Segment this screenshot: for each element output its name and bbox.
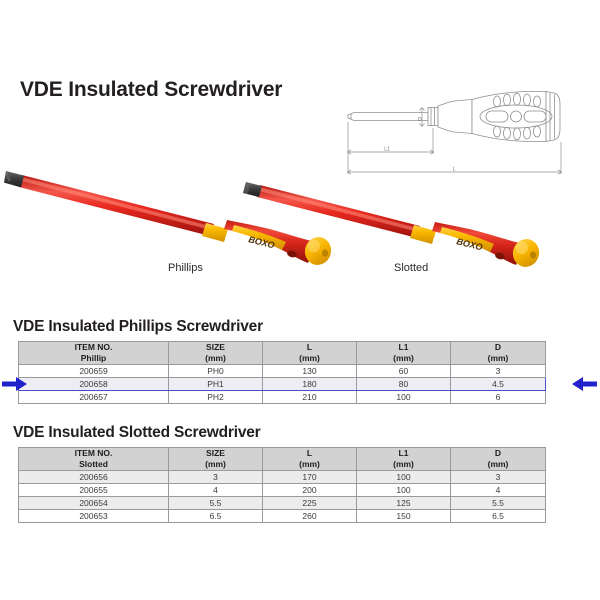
cell-item-no: 200659 bbox=[18, 364, 169, 378]
table-row-highlighted[interactable]: 200658 PH1 180 80 4.5 bbox=[18, 377, 546, 391]
col-header-l1: L1 (mm) bbox=[356, 447, 451, 471]
row-marker-left bbox=[0, 375, 30, 393]
cell-d: 5.5 bbox=[450, 496, 546, 510]
header-line-2: (mm) bbox=[487, 459, 509, 469]
cell-l1: 100 bbox=[356, 390, 451, 404]
cell-l: 180 bbox=[262, 377, 357, 391]
phillips-table-wrapper: ITEM NO. Phillip SIZE (mm) L (mm) L1 (mm… bbox=[18, 341, 546, 404]
dimension-label-l: L bbox=[453, 167, 456, 173]
cell-size: 4 bbox=[168, 483, 263, 497]
cell-d: 6 bbox=[450, 390, 546, 404]
slotted-table-wrapper: ITEM NO. Slotted SIZE (mm) L (mm) L1 (mm… bbox=[18, 447, 546, 523]
col-header-item-no: ITEM NO. Phillip bbox=[18, 341, 169, 365]
header-line-2: (mm) bbox=[299, 459, 320, 469]
table-row[interactable]: 200655 4 200 100 4 bbox=[18, 483, 546, 497]
section-heading-phillips: VDE Insulated Phillips Screwdriver bbox=[13, 318, 263, 335]
cell-item-no: 200657 bbox=[18, 390, 169, 404]
cell-l1: 150 bbox=[356, 509, 451, 523]
table-row[interactable]: 200659 PH0 130 60 3 bbox=[18, 364, 546, 378]
cell-d: 3 bbox=[450, 364, 546, 378]
cell-l1: 60 bbox=[356, 364, 451, 378]
cell-d: 4 bbox=[450, 483, 546, 497]
col-header-l1: L1 (mm) bbox=[356, 341, 451, 365]
header-line-1: ITEM NO. bbox=[74, 342, 113, 353]
cell-item-no: 200655 bbox=[18, 483, 169, 497]
cell-size: 5.5 bbox=[168, 496, 263, 510]
header-line-1: L bbox=[306, 342, 313, 353]
header-line-1: D bbox=[494, 448, 502, 459]
table-row[interactable]: 200654 5.5 225 125 5.5 bbox=[18, 496, 546, 510]
col-header-d: D (mm) bbox=[450, 447, 546, 471]
header-line-1: SIZE bbox=[206, 342, 225, 353]
cell-l: 170 bbox=[262, 470, 357, 484]
header-line-1: L1 bbox=[398, 448, 409, 459]
col-header-size: SIZE (mm) bbox=[168, 341, 263, 365]
cell-l: 200 bbox=[262, 483, 357, 497]
product-photos-svg: BOXO BOXO bbox=[4, 171, 540, 267]
header-line-2: (mm) bbox=[393, 353, 414, 363]
cell-size: PH1 bbox=[168, 377, 263, 391]
header-line-1: SIZE bbox=[206, 448, 225, 459]
header-line-2: (mm) bbox=[393, 459, 414, 469]
page-title: VDE Insulated Screwdriver bbox=[20, 78, 283, 101]
col-header-l: L (mm) bbox=[262, 447, 357, 471]
cell-l: 260 bbox=[262, 509, 357, 523]
cell-size: PH2 bbox=[168, 390, 263, 404]
header-line-2: Phillip bbox=[80, 353, 107, 363]
cell-item-no: 200654 bbox=[18, 496, 169, 510]
header-line-2: (mm) bbox=[299, 353, 320, 363]
table-row[interactable]: 200656 3 170 100 3 bbox=[18, 470, 546, 484]
cell-size: 3 bbox=[168, 470, 263, 484]
cell-d: 3 bbox=[450, 470, 546, 484]
header-line-1: L1 bbox=[398, 342, 409, 353]
header-line-2: (mm) bbox=[205, 459, 226, 469]
dimension-label-d: D bbox=[418, 117, 422, 123]
section-heading-slotted: VDE Insulated Slotted Screwdriver bbox=[13, 424, 261, 441]
cell-l: 210 bbox=[262, 390, 357, 404]
caption-phillips: Phillips bbox=[168, 262, 203, 274]
product-photo-area: BOXO BOXO bbox=[0, 150, 600, 280]
cell-size: PH0 bbox=[168, 364, 263, 378]
table-header-row: ITEM NO. Slotted SIZE (mm) L (mm) L1 (mm… bbox=[18, 447, 546, 471]
table-row[interactable]: 200653 6.5 260 150 6.5 bbox=[18, 509, 546, 523]
caption-slotted: Slotted bbox=[394, 262, 429, 274]
header-line-1: D bbox=[494, 342, 502, 353]
col-header-item-no: ITEM NO. Slotted bbox=[18, 447, 169, 471]
header-line-1: ITEM NO. bbox=[74, 448, 113, 459]
cell-l: 225 bbox=[262, 496, 357, 510]
slotted-spec-table: ITEM NO. Slotted SIZE (mm) L (mm) L1 (mm… bbox=[18, 447, 546, 523]
cell-l1: 125 bbox=[356, 496, 451, 510]
col-header-l: L (mm) bbox=[262, 341, 357, 365]
row-marker-right bbox=[569, 375, 599, 393]
cell-l1: 100 bbox=[356, 483, 451, 497]
arrow-right-icon bbox=[2, 377, 27, 391]
table-header-row: ITEM NO. Phillip SIZE (mm) L (mm) L1 (mm… bbox=[18, 341, 546, 365]
phillips-spec-table: ITEM NO. Phillip SIZE (mm) L (mm) L1 (mm… bbox=[18, 341, 546, 404]
cell-size: 6.5 bbox=[168, 509, 263, 523]
col-header-size: SIZE (mm) bbox=[168, 447, 263, 471]
dimension-diagram-svg: D L1 L bbox=[346, 91, 563, 175]
header-line-1: L bbox=[306, 448, 313, 459]
header-line-2: (mm) bbox=[205, 353, 226, 363]
header-line-2: (mm) bbox=[487, 353, 509, 363]
dimension-label-l1: L1 bbox=[384, 147, 390, 153]
cell-item-no: 200658 bbox=[18, 377, 169, 391]
cell-item-no: 200656 bbox=[18, 470, 169, 484]
cell-l1: 100 bbox=[356, 470, 451, 484]
cell-l: 130 bbox=[262, 364, 357, 378]
cell-item-no: 200653 bbox=[18, 509, 169, 523]
slotted-screwdriver-graphic: BOXO bbox=[243, 182, 540, 267]
phillips-screwdriver-graphic: BOXO bbox=[4, 171, 332, 265]
header-line-2: Slotted bbox=[79, 459, 108, 469]
cell-l1: 80 bbox=[356, 377, 451, 391]
cell-d: 6.5 bbox=[450, 509, 546, 523]
technical-drawing: D L1 L bbox=[332, 82, 594, 180]
arrow-left-icon bbox=[572, 377, 597, 391]
col-header-d: D (mm) bbox=[450, 341, 546, 365]
cell-d: 4.5 bbox=[450, 377, 546, 391]
table-row[interactable]: 200657 PH2 210 100 6 bbox=[18, 390, 546, 404]
